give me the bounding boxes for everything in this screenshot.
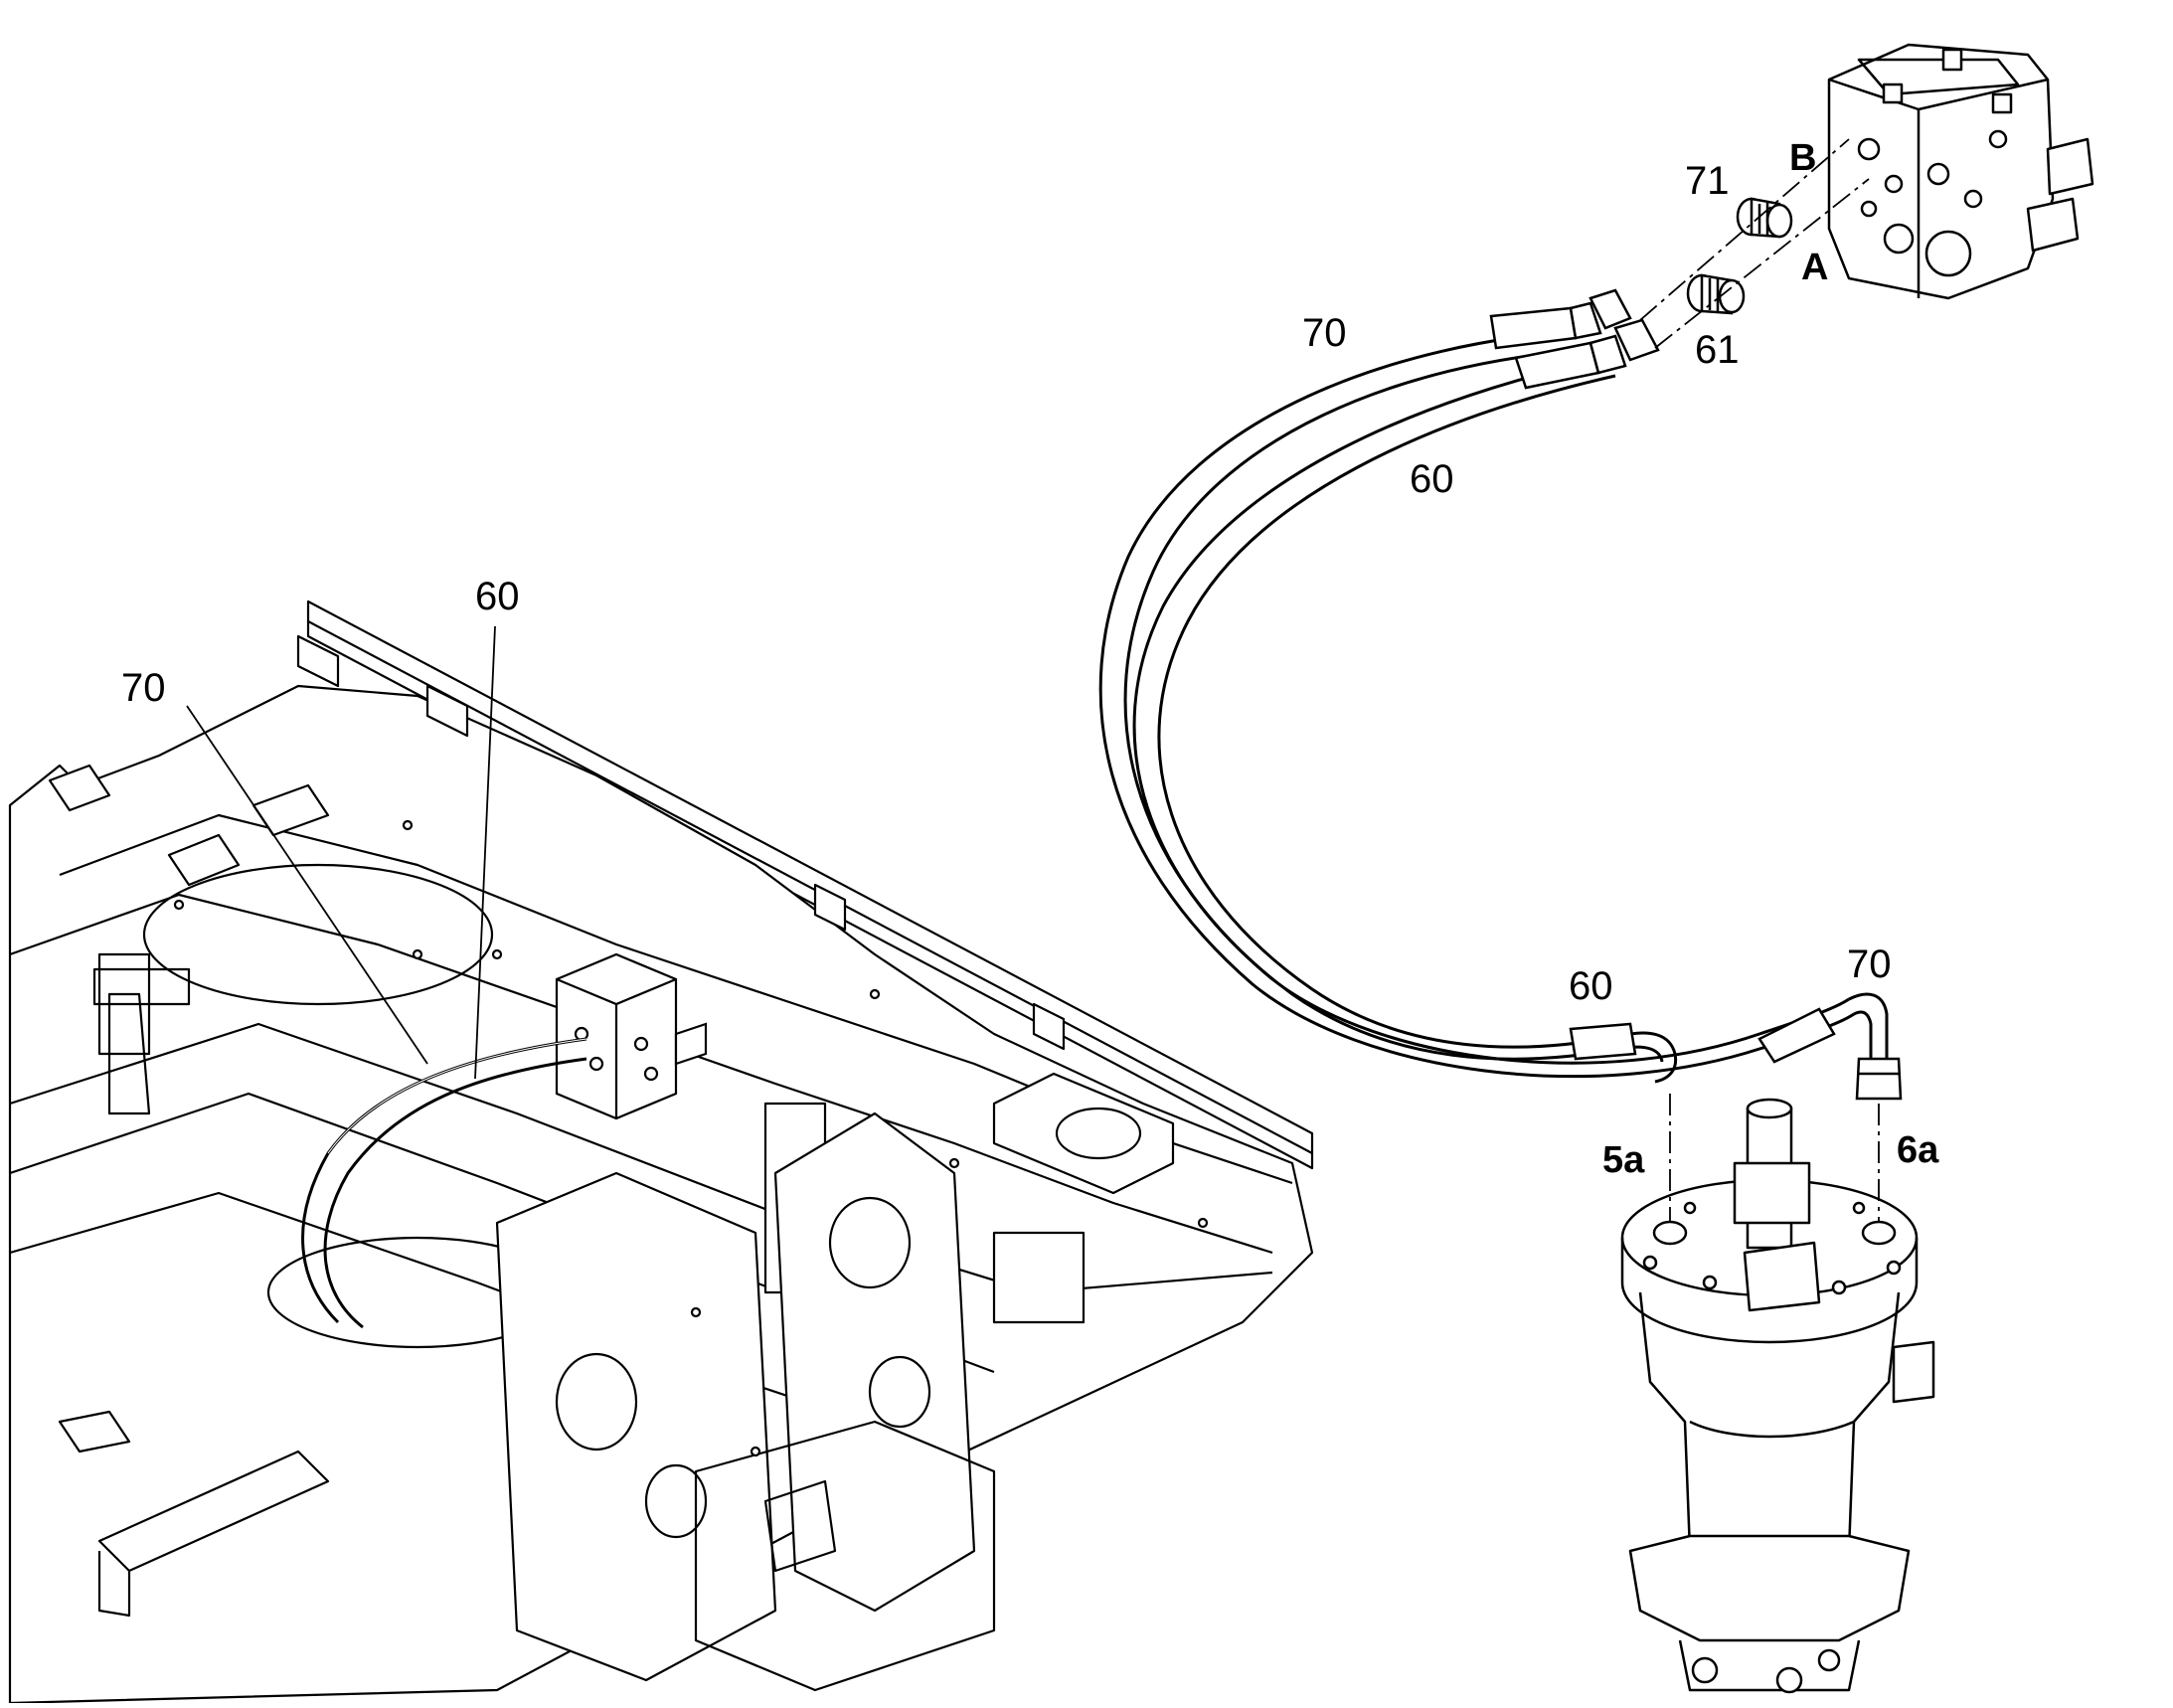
callout-port-B: B <box>1789 137 1817 179</box>
assembly-center-lines <box>1639 138 1880 1221</box>
callout-60-left: 60 <box>475 575 520 618</box>
hose-70-detail <box>1098 328 1889 1079</box>
callout-71: 71 <box>1685 159 1730 203</box>
adapter-71 <box>1736 197 1793 239</box>
callout-70-lower: 70 <box>1847 942 1892 986</box>
adapter-61 <box>1686 273 1746 315</box>
hose-fittings <box>1489 288 1903 1101</box>
leader-lines <box>186 625 496 1080</box>
control-valve <box>1827 43 2094 300</box>
callout-70-top: 70 <box>1302 311 1347 355</box>
callout-60-top: 60 <box>1410 457 1454 501</box>
chassis-frame <box>8 599 1314 1705</box>
chassis-hoses <box>301 1037 587 1329</box>
rotary-joint <box>1620 1098 1935 1694</box>
callout-60-lower: 60 <box>1569 964 1613 1008</box>
callout-6a: 6a <box>1897 1129 1939 1171</box>
chassis-control-valve <box>555 952 708 1120</box>
callout-port-A: A <box>1801 247 1829 288</box>
callout-61: 61 <box>1695 328 1740 372</box>
callout-70-left: 70 <box>121 666 166 710</box>
callout-5a: 5a <box>1602 1139 1645 1181</box>
